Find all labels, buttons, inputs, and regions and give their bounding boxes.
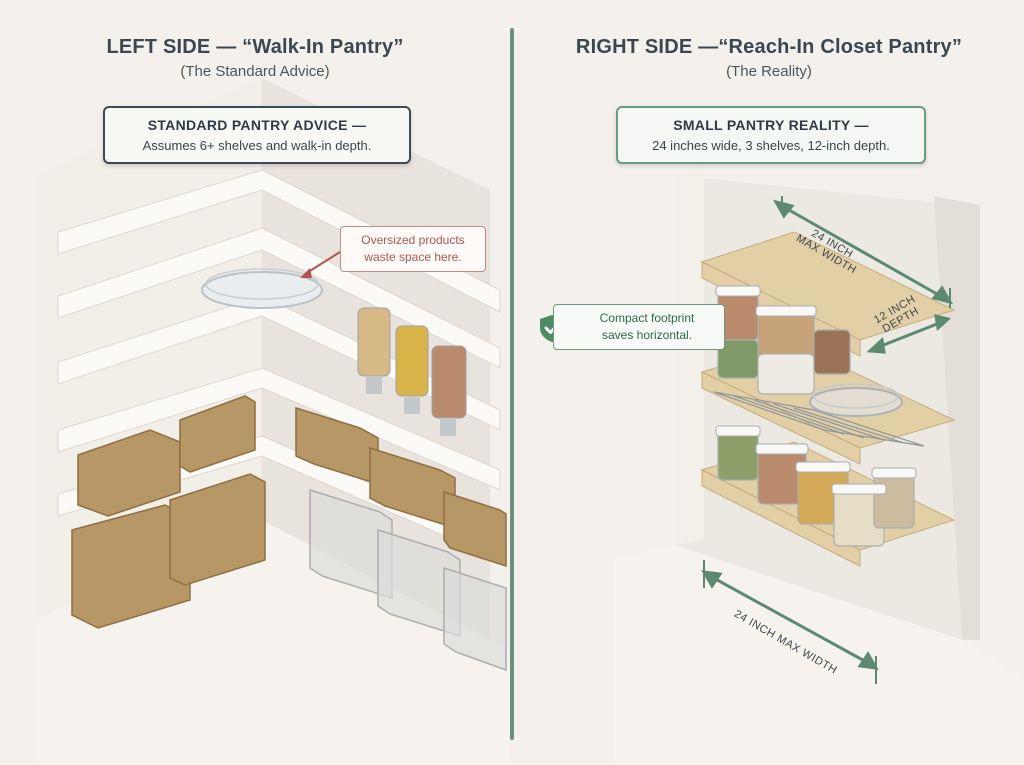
reach-in-pantry-illustration	[614, 165, 1024, 765]
right-subheading: (The Reality)	[726, 63, 812, 80]
right-heading: RIGHT SIDE —“Reach-In Closet Pantry”	[575, 36, 963, 58]
small-pantry-body: 24 inches wide, 3 shelves, 12-inch depth…	[652, 138, 890, 153]
small-pantry-callout: SMALL PANTRY REALITY — 24 inches wide, 3…	[616, 106, 926, 164]
standard-advice-title: STANDARD PANTRY ADVICE —	[147, 117, 367, 133]
left-heading: LEFT SIDE — “Walk-In Pantry”	[106, 36, 404, 58]
walk-in-pantry-illustration	[36, 78, 510, 765]
compact-note-line1: Compact footprint	[599, 311, 695, 325]
compact-footprint-note: Compact footprint saves horizontal.	[553, 304, 725, 350]
oversized-note-line2: waste space here.	[364, 250, 462, 264]
oversized-note-line1: Oversized products	[361, 233, 465, 247]
standard-advice-callout: STANDARD PANTRY ADVICE — Assumes 6+ shel…	[103, 106, 411, 164]
standard-advice-body: Assumes 6+ shelves and walk-in depth.	[142, 138, 372, 153]
left-panel: LEFT SIDE — “Walk-In Pantry” (The Standa…	[0, 0, 510, 765]
compact-note-line2: saves horizontal.	[601, 328, 693, 342]
small-pantry-title: SMALL PANTRY REALITY —	[673, 117, 869, 133]
left-subheading: (The Standard Advice)	[180, 63, 330, 80]
panel-divider	[510, 28, 514, 740]
oversized-products-note: Oversized products waste space here.	[340, 226, 486, 272]
right-panel: RIGHT SIDE —“Reach-In Closet Pantry” (Th…	[514, 0, 1024, 765]
